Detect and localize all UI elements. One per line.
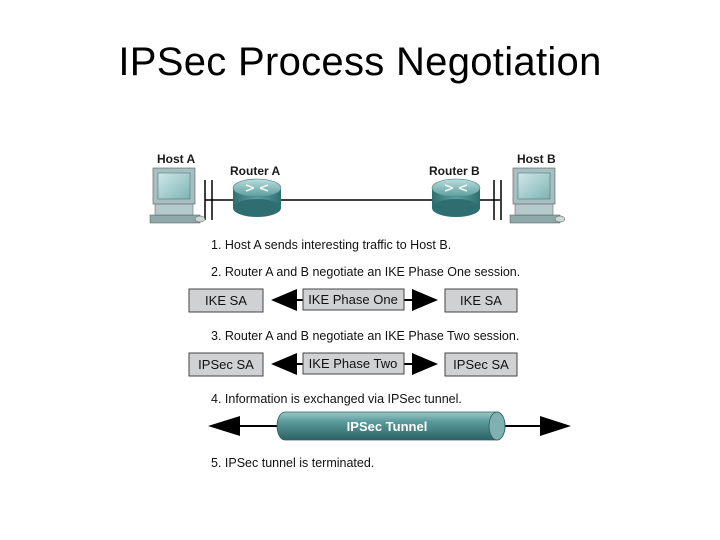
- phase-two-left-sa-box: [188, 352, 264, 377]
- phase-two-arrow-left-icon: [271, 353, 297, 375]
- phase-two-middle-box: [302, 352, 405, 375]
- phase-two-arrow-right-icon: [412, 353, 438, 375]
- host-a-computer-icon: [149, 167, 206, 224]
- phase-one-middle-box: [302, 288, 405, 311]
- phase-two-right-sa-box: [444, 352, 518, 377]
- phase-two-right-sa: IPSec SA: [453, 357, 509, 372]
- phase-one-left-sa: IKE SA: [205, 293, 247, 308]
- phase-one-arrow-left-icon: [271, 289, 297, 311]
- phase-two-label: IKE Phase Two: [309, 356, 398, 371]
- step-5: 5. IPSec tunnel is terminated.: [211, 456, 374, 470]
- router-b-icon: [431, 178, 481, 217]
- phase-one-left-sa-box: [188, 288, 264, 313]
- phase-one-arrow-right-icon: [412, 289, 438, 311]
- host-b-label: Host B: [517, 152, 556, 166]
- step-3: 3. Router A and B negotiate an IKE Phase…: [211, 329, 519, 343]
- step-2: 2. Router A and B negotiate an IKE Phase…: [211, 265, 520, 279]
- host-b-computer-icon: [509, 167, 566, 224]
- step-1: 1. Host A sends interesting traffic to H…: [211, 238, 451, 252]
- router-b-label: Router B: [429, 164, 480, 178]
- phase-one-label: IKE Phase One: [308, 292, 398, 307]
- phase-one-right-sa: IKE SA: [460, 293, 502, 308]
- step-4: 4. Information is exchanged via IPSec tu…: [211, 392, 462, 406]
- phase-one-right-sa-box: [444, 288, 518, 313]
- slide-title: IPSec Process Negotiation: [118, 40, 602, 84]
- ipsec-tunnel-label: IPSec Tunnel: [347, 419, 428, 434]
- host-a-label: Host A: [157, 152, 196, 166]
- phase-two-left-sa: IPSec SA: [198, 357, 254, 372]
- tunnel-arrow-left-icon: [208, 416, 240, 436]
- ipsec-tunnel-pipe: [276, 411, 506, 441]
- tunnel-arrow-right-icon: [540, 416, 571, 436]
- router-a-icon: [232, 178, 282, 217]
- router-a-label: Router A: [230, 164, 281, 178]
